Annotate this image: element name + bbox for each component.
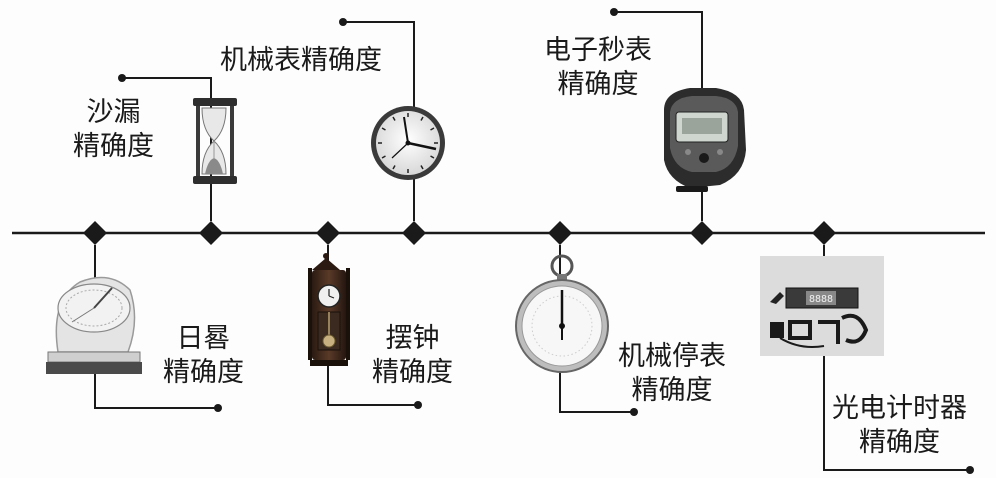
clock-tick (420, 165, 424, 170)
label-stopwatch: 机械停表 精确度 (618, 341, 726, 406)
label-electronic-stopwatch: 电子秒表 精确度 (544, 35, 652, 100)
digital-stopwatch-icon (664, 88, 746, 192)
mechanical-stopwatch-icon (515, 254, 609, 373)
label-hourglass: 沙漏 精确度 (73, 97, 154, 162)
timer-display: 8888 (809, 294, 833, 305)
label-pendulum: 摆钟 精确度 (372, 323, 453, 388)
leader-end-dots (118, 8, 974, 474)
clock-tick (430, 127, 435, 131)
clock-tick (392, 116, 396, 121)
marker-electronic (690, 221, 714, 245)
clock-tick (381, 155, 386, 159)
sundial-icon (46, 276, 142, 374)
clock-tick (430, 155, 435, 159)
pendulum-clock-icon (308, 253, 350, 366)
clock-tick (392, 165, 396, 170)
label-photogate-timer: 光电计时器 精确度 (832, 393, 967, 458)
timeline-markers (83, 221, 836, 245)
wall-clock-icon (371, 106, 445, 180)
label-sundial: 日晷 精确度 (163, 323, 244, 388)
clock-tick (420, 116, 424, 121)
marker-photogate (812, 221, 836, 245)
hourglass-icon (193, 98, 237, 184)
marker-sundial (83, 221, 107, 245)
marker-stopwatch (548, 221, 572, 245)
label-mechanical-watch: 机械表精确度 (220, 45, 382, 76)
marker-pendulum (316, 221, 340, 245)
photogate-timer-icon: 8888 (760, 256, 884, 356)
clock-tick (381, 127, 386, 131)
marker-hourglass (199, 221, 223, 245)
marker-wall-clock (402, 221, 426, 245)
